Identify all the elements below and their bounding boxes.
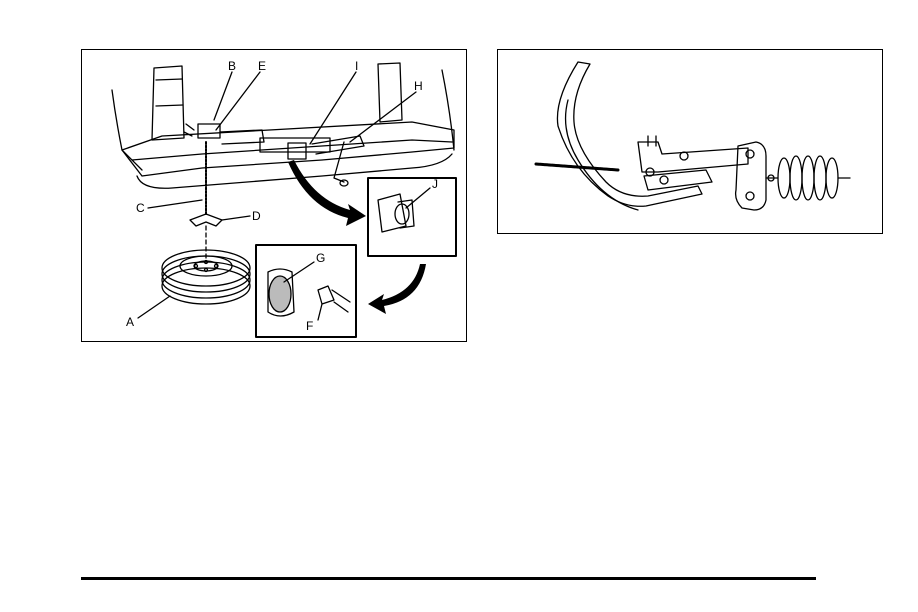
cable-guide-hook	[557, 62, 702, 206]
spare-tire-hoist-illustration: B E I H C D A G F J	[82, 50, 468, 343]
callout-g: G	[316, 251, 325, 265]
footer-rule	[81, 577, 816, 580]
arrow-to-inset-g	[368, 264, 426, 314]
hoist-mechanism	[198, 124, 220, 138]
hoist-cable-spring-illustration	[498, 50, 884, 235]
callout-h-leader	[350, 92, 416, 142]
callout-j-leader	[406, 188, 430, 208]
callout-f: F	[306, 319, 313, 333]
callout-a-leader	[138, 296, 170, 318]
callout-d-leader	[222, 216, 250, 220]
coil-spring	[778, 156, 838, 200]
callout-h: H	[414, 79, 423, 93]
callout-a: A	[126, 315, 134, 329]
tire-retainer	[190, 214, 222, 226]
callout-d: D	[252, 209, 261, 223]
callout-i-leader	[310, 72, 356, 144]
spare-tire-hoist-figure: B E I H C D A G F J	[81, 49, 467, 342]
left-tail-lamp	[152, 66, 184, 140]
callout-g-leader	[284, 262, 314, 282]
arrow-to-inset-j	[288, 160, 366, 226]
callout-e-leader	[216, 72, 260, 130]
access-hole-housing	[288, 143, 306, 159]
callout-e: E	[258, 59, 266, 73]
callout-i: I	[355, 59, 358, 73]
inset-access-hole	[368, 178, 456, 256]
callout-b: B	[228, 59, 236, 73]
linkage-plate	[638, 142, 748, 172]
callout-f-leader	[318, 304, 322, 320]
callout-c-leader	[148, 200, 202, 208]
callout-c: C	[136, 201, 145, 215]
right-tail-lamp	[378, 63, 402, 122]
callout-j: J	[432, 177, 438, 191]
hoist-cable-spring-figure	[497, 49, 883, 234]
